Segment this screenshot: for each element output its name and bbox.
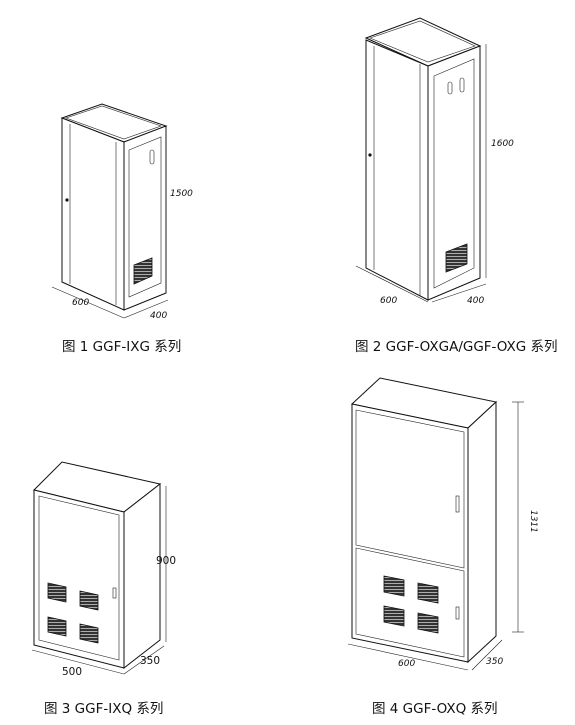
cabinet-drawing-1 [60, 103, 168, 311]
dim-height-4: 1311 [528, 510, 538, 533]
dim-width-4: 600 [398, 659, 415, 669]
caption-figure-3: 图 3 GGF-IXQ 系列 [44, 701, 163, 717]
dimension-lines-3 [31, 486, 167, 675]
dim-depth-3: 350 [140, 655, 160, 667]
dim-width-3: 500 [62, 666, 82, 678]
caption-figure-1: 图 1 GGF-IXG 系列 [62, 339, 181, 355]
cabinet-drawing-3 [33, 461, 162, 670]
dim-depth-2: 400 [467, 296, 484, 306]
caption-figure-4: 图 4 GGF-OXQ 系列 [372, 701, 498, 717]
figure-1-ggf-ixg: 1500 600 400 图 1 GGF-IXG 系列 [51, 103, 193, 355]
dimension-lines-2 [355, 44, 487, 303]
figure-4-ggf-oxq: 1311 600 350 图 4 GGF-OXQ 系列 [347, 377, 538, 717]
dimension-lines-4 [347, 401, 524, 671]
dim-height-3: 900 [156, 555, 176, 567]
dimension-lines-1 [51, 126, 169, 319]
dim-depth-4: 350 [486, 657, 503, 667]
dim-height-1: 1500 [170, 189, 193, 199]
figure-2-ggf-oxga-oxg: 1600 600 400 图 2 GGF-OXGA/GGF-OXG 系列 [355, 17, 558, 355]
figure-3-ggf-ixq: 900 500 350 图 3 GGF-IXQ 系列 [31, 461, 176, 717]
caption-figure-2: 图 2 GGF-OXGA/GGF-OXG 系列 [355, 339, 558, 355]
dim-depth-1: 400 [150, 311, 167, 321]
cabinet-drawing-2 [364, 17, 482, 301]
dim-width-1: 600 [72, 298, 89, 308]
dim-height-2: 1600 [491, 139, 514, 149]
dim-width-2: 600 [380, 296, 397, 306]
cabinet-drawing-4 [350, 377, 498, 664]
